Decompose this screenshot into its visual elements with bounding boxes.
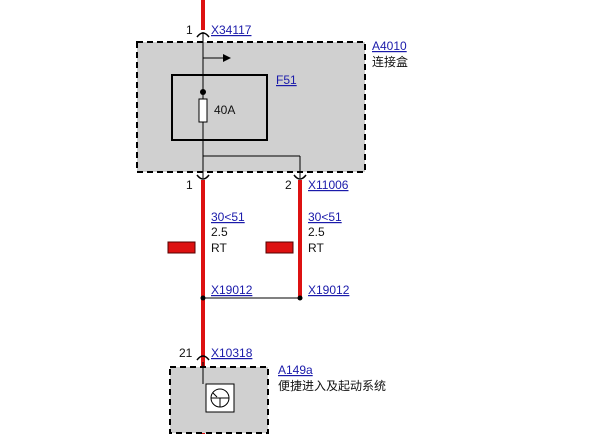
connector-top-pin: 1 bbox=[186, 23, 193, 37]
splice-dot-right bbox=[297, 295, 303, 301]
wire-right-color-code: RT bbox=[308, 241, 324, 255]
connector-terminal-bottom-left bbox=[196, 174, 210, 180]
wire-left-color-code: RT bbox=[211, 241, 227, 255]
fuse-icon bbox=[198, 89, 208, 123]
wire-right-size: 2.5 bbox=[308, 225, 325, 239]
fuse-f51-box bbox=[171, 74, 268, 141]
fuse-id-link[interactable]: F51 bbox=[276, 73, 297, 87]
wire-left-circuit[interactable]: 30<51 bbox=[211, 210, 245, 224]
wire-left-size: 2.5 bbox=[211, 225, 228, 239]
module-a149a-id[interactable]: A149a bbox=[278, 363, 313, 377]
fuse-rating: 40A bbox=[214, 103, 235, 117]
control-unit-icon bbox=[205, 383, 235, 413]
connector-terminal-top bbox=[196, 32, 210, 38]
wire-right-circuit[interactable]: 30<51 bbox=[308, 210, 342, 224]
connector-terminal-lower bbox=[196, 355, 210, 361]
connector-bottom-right-pin: 2 bbox=[285, 178, 292, 192]
splice-dot-left bbox=[200, 295, 206, 301]
wire-marker-icon bbox=[265, 241, 294, 254]
connector-lower-pin: 21 bbox=[179, 346, 193, 360]
connector-top-id[interactable]: X34117 bbox=[211, 23, 252, 37]
arrow-right-icon bbox=[203, 54, 231, 62]
splice-left-id[interactable]: X19012 bbox=[211, 283, 253, 297]
module-a149a-name: 便捷进入及起动系统 bbox=[278, 379, 386, 393]
connector-bottom-right-id[interactable]: X11006 bbox=[308, 178, 349, 192]
module-a4010-id[interactable]: A4010 bbox=[372, 39, 407, 53]
wire-marker-icon bbox=[167, 241, 196, 254]
module-a4010-name: 连接盒 bbox=[372, 54, 408, 69]
connector-terminal-bottom-right bbox=[293, 174, 307, 180]
splice-right-id[interactable]: X19012 bbox=[308, 283, 350, 297]
connector-bottom-left-pin: 1 bbox=[186, 178, 193, 192]
connector-lower-id[interactable]: X10318 bbox=[211, 346, 253, 360]
module-a4010-box bbox=[136, 41, 366, 173]
